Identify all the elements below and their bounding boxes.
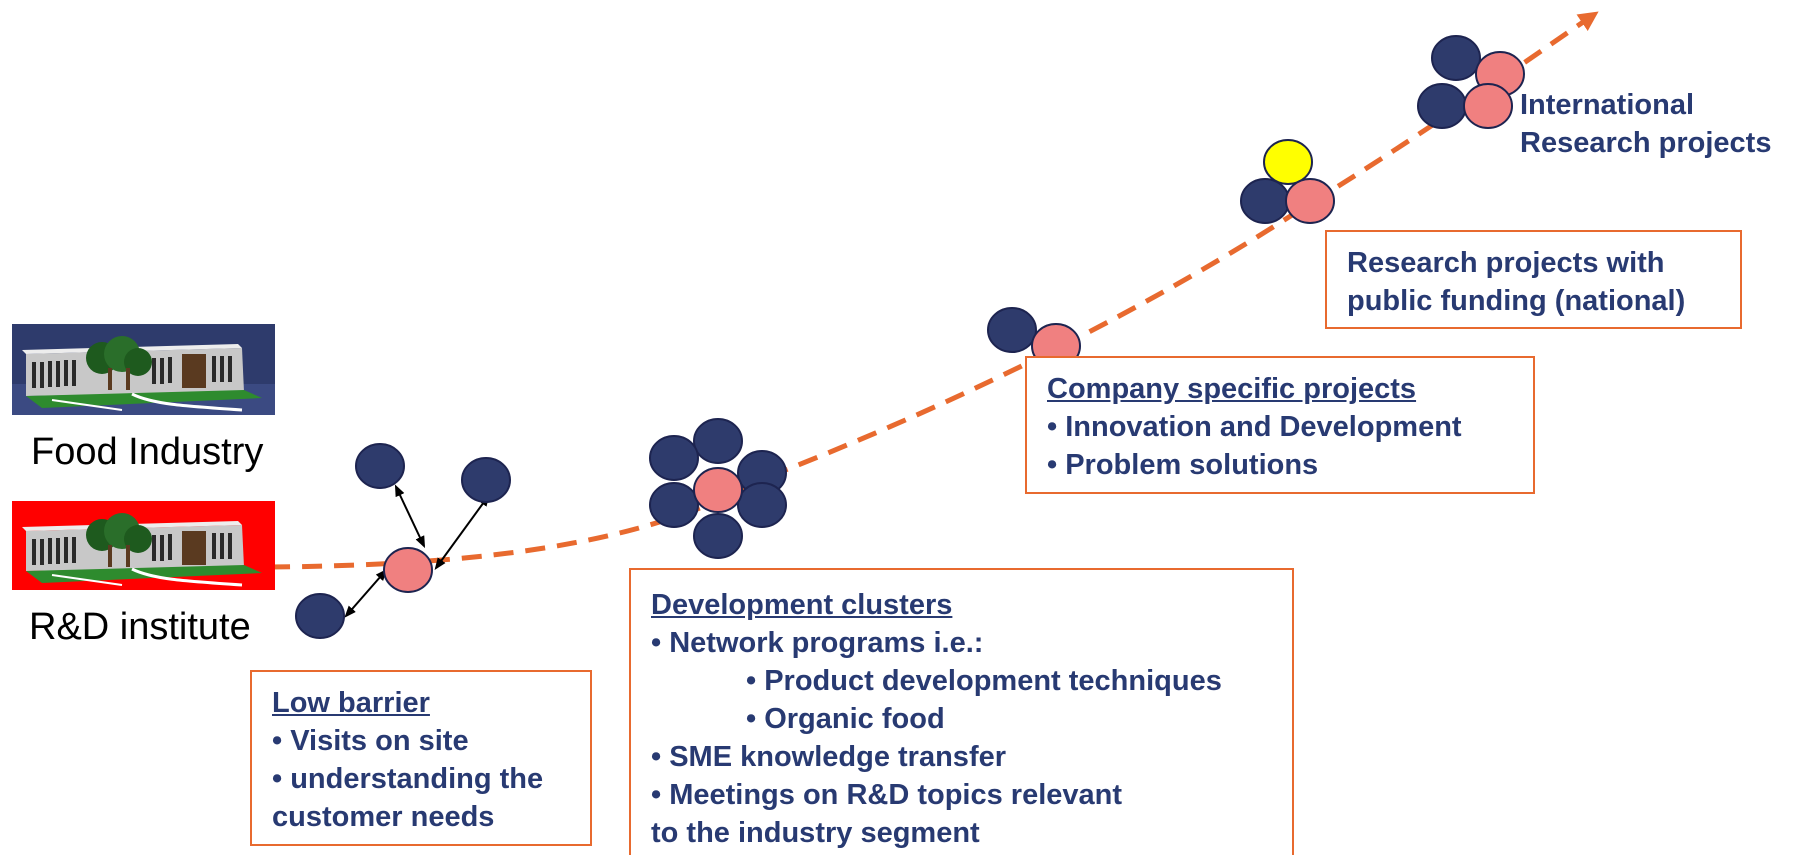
partner-circle-navy (987, 307, 1037, 353)
low-barrier-item: • understanding the (272, 763, 544, 795)
institute-circle-salmon (383, 547, 433, 593)
partner-circle-navy (1240, 178, 1290, 224)
food-industry-building-icon (12, 324, 275, 415)
development-clusters-item: • Network programs i.e.: (651, 627, 984, 659)
low-barrier-heading: Low barrier (272, 687, 430, 719)
partner-circle-navy (649, 435, 699, 481)
company-specific-item: • Problem solutions (1047, 449, 1319, 481)
partner-circle-navy (461, 457, 511, 503)
low-barrier-item: • Visits on site (272, 725, 469, 757)
institute-circle-salmon (1463, 83, 1513, 129)
development-clusters-heading: Development clusters (651, 589, 953, 621)
partner-circle-navy (355, 443, 405, 489)
development-clusters-item: • SME knowledge transfer (651, 741, 1007, 773)
partner-circle-navy (737, 482, 787, 528)
public-funding-line: public funding (national) (1347, 285, 1686, 317)
company-specific-box: Company specific projects • Innovation a… (1025, 356, 1535, 494)
international-label-line: Research projects (1520, 127, 1772, 159)
institute-circle-salmon (693, 467, 743, 513)
double-arrow (434, 494, 490, 570)
development-clusters-box: Development clusters • Network programs … (629, 568, 1294, 855)
partner-circle-navy (693, 513, 743, 559)
partner-circle-navy (1431, 35, 1481, 81)
company-specific-heading: Company specific projects (1047, 373, 1417, 405)
development-clusters-subitem: • Organic food (746, 703, 945, 735)
partner-circle-navy (693, 418, 743, 464)
rd-institute-building-icon (12, 501, 275, 590)
rd-institute-label: R&D institute (29, 606, 251, 648)
low-barrier-box: Low barrier • Visits on site • understan… (250, 670, 592, 846)
partner-circle-navy (649, 482, 699, 528)
international-research-label: International Research projects (1520, 86, 1771, 162)
development-clusters-subitem: • Product development techniques (746, 665, 1222, 697)
double-arrow (344, 568, 388, 618)
public-funding-box: Research projects with public funding (n… (1325, 230, 1742, 329)
development-clusters-item: • Meetings on R&D topics relevant (651, 779, 1123, 811)
double-arrow (394, 484, 426, 549)
public-funding-line: Research projects with (1347, 247, 1665, 279)
development-path-dashed-arrow (269, 11, 1599, 570)
company-specific-item: • Innovation and Development (1047, 411, 1462, 443)
development-clusters-item: to the industry segment (651, 817, 980, 849)
partner-circle-navy (295, 593, 345, 639)
partner-circle-navy (1417, 83, 1467, 129)
funding-circle-yellow (1263, 139, 1313, 185)
institute-circle-salmon (1285, 178, 1335, 224)
international-label-line: International (1520, 89, 1695, 121)
food-industry-label: Food Industry (31, 431, 264, 473)
low-barrier-item: customer needs (272, 801, 495, 833)
